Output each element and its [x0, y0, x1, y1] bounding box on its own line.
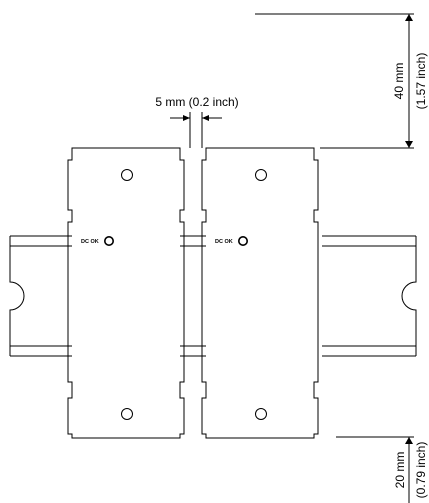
dimension-bottom	[336, 436, 414, 503]
dimension-bottom-mm: 20 mm	[393, 452, 407, 489]
din-rail	[9, 235, 417, 357]
dimension-gap-label: 5 mm (0.2 inch)	[155, 95, 238, 109]
dc-ok-label: DC OK	[215, 239, 233, 245]
dimension-bottom-inch: (0.79 inch)	[414, 442, 428, 499]
power-supply-unit-left: DC OK + − V ADJ DELTA CHROME II Output D…	[67, 147, 185, 439]
dimension-gap	[170, 112, 222, 148]
bottom-terminals	[255, 408, 267, 420]
dimension-top	[255, 13, 414, 149]
dimension-top-inch: (1.57 inch)	[414, 53, 428, 110]
dc-ok-led-icon: + − V ADJ DELTA CHROME II Output DC 24V …	[103, 236, 114, 247]
bottom-terminals	[121, 408, 133, 420]
dc-ok-label: DC OK	[81, 239, 99, 245]
dc-ok-led-icon: + − V ADJ DELTA CHROME II Output DC 24V …	[237, 236, 248, 247]
power-supply-unit-right: DC OK + − V ADJ DELTA CHROME II Output D…	[201, 147, 319, 439]
top-terminals	[121, 169, 133, 181]
dimension-top-mm: 40 mm	[392, 63, 406, 100]
top-terminals	[255, 169, 267, 181]
